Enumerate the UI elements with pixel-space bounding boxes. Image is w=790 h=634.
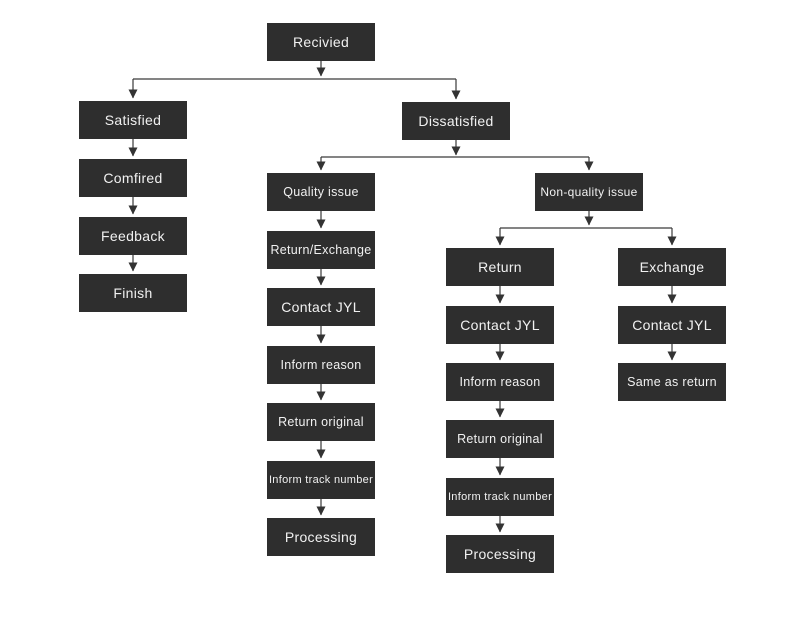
flow-node-quality-return-original: Return original (267, 403, 375, 441)
flow-node-satisfied: Satisfied (79, 101, 187, 139)
flow-node-return-processing: Processing (446, 535, 554, 573)
flow-node-quality-issue: Quality issue (267, 173, 375, 211)
flow-node-exchange-contact-jyl: Contact JYL (618, 306, 726, 344)
flow-node-return-inform-reason: Inform reason (446, 363, 554, 401)
flow-node-quality-processing: Processing (267, 518, 375, 556)
flow-node-return-inform-track-number: Inform track number (446, 478, 554, 516)
flow-node-quality-inform-reason: Inform reason (267, 346, 375, 384)
flow-node-return-return-original: Return original (446, 420, 554, 458)
flow-node-dissatisfied: Dissatisfied (402, 102, 510, 140)
flow-node-quality-contact-jyl: Contact JYL (267, 288, 375, 326)
flow-node-feedback: Feedback (79, 217, 187, 255)
flow-node-return: Return (446, 248, 554, 286)
flow-node-recivied: Recivied (267, 23, 375, 61)
flow-node-finish: Finish (79, 274, 187, 312)
flow-node-quality-inform-track-number: Inform track number (267, 461, 375, 499)
flow-node-comfired: Comfired (79, 159, 187, 197)
flow-node-return-exchange: Return/Exchange (267, 231, 375, 269)
flow-node-non-quality-issue: Non-quality issue (535, 173, 643, 211)
flow-node-exchange: Exchange (618, 248, 726, 286)
flow-node-return-contact-jyl: Contact JYL (446, 306, 554, 344)
flow-node-same-as-return: Same as return (618, 363, 726, 401)
